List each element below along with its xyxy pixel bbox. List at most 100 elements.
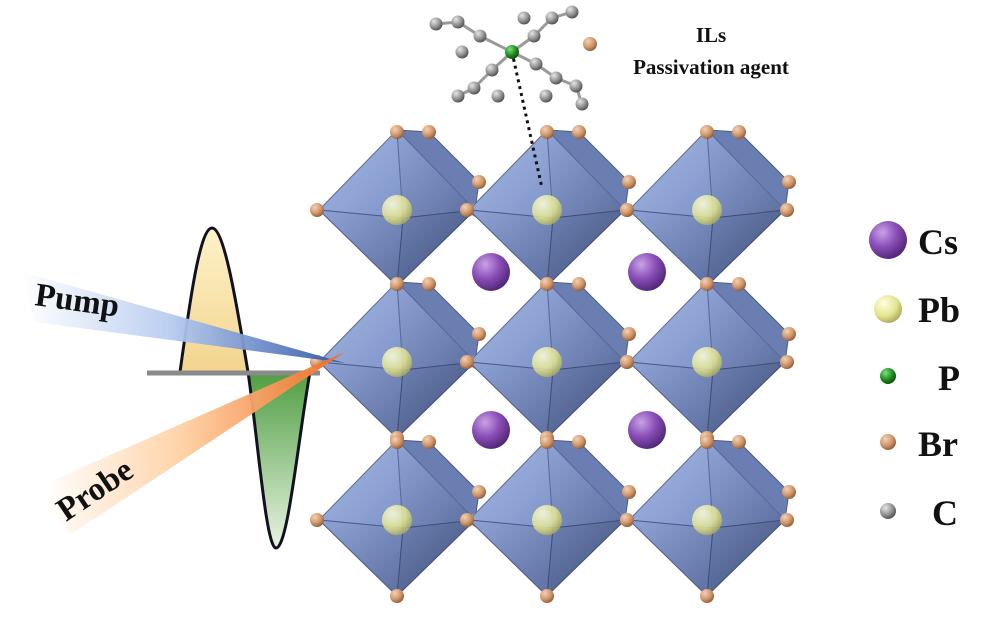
br-atom — [700, 435, 714, 449]
br-atom — [622, 175, 636, 189]
br-atom — [540, 125, 554, 139]
cs-atom — [472, 253, 510, 291]
carbon-atom — [569, 79, 583, 93]
legend-c-swatch — [880, 503, 896, 519]
legend-c-label: C — [932, 493, 958, 533]
br-atom — [700, 277, 714, 291]
pb-atom — [382, 195, 412, 225]
br-atom — [620, 203, 634, 217]
br-atom — [422, 277, 436, 291]
br-atom — [310, 513, 324, 527]
pulse-waveform — [147, 226, 320, 550]
br-atom — [390, 125, 404, 139]
carbon-atom — [429, 17, 443, 31]
cs-atom — [628, 253, 666, 291]
legend-item-p: P — [880, 358, 960, 398]
br-atom — [572, 125, 586, 139]
carbon-atom — [473, 29, 487, 43]
carbon-atom — [451, 89, 465, 103]
carbon-atom — [575, 97, 589, 111]
carbon-atom — [527, 29, 541, 43]
br-atom — [782, 327, 796, 341]
br-atom — [422, 125, 436, 139]
pb-atom — [382, 505, 412, 535]
br-atom — [310, 203, 324, 217]
ils-label: ILs — [696, 23, 726, 47]
octahedron-r2-c0 — [310, 435, 486, 603]
octahedron-lower-right-face — [546, 361, 627, 440]
legend-pb-swatch — [874, 295, 902, 323]
probe-beam — [42, 352, 345, 535]
molecule-attachment-line — [510, 51, 544, 189]
legend-cs-swatch — [869, 221, 907, 259]
legend-br-label: Br — [918, 424, 958, 464]
br-atom — [572, 435, 586, 449]
octahedron-r1-c1 — [460, 277, 636, 445]
legend-pb-label: Pb — [918, 290, 960, 330]
br-atom — [780, 203, 794, 217]
carbon-atom — [549, 71, 563, 85]
cs-atom — [472, 411, 510, 449]
br-atom — [700, 125, 714, 139]
carbon-atom — [485, 63, 499, 77]
perovskite-lattice — [310, 125, 796, 603]
octahedron-r2-c2 — [620, 435, 796, 603]
pb-atom — [382, 347, 412, 377]
carbon-atom — [517, 11, 531, 25]
pulse-negative-lobe — [246, 370, 312, 550]
phosphorus-atom — [505, 45, 519, 59]
legend-br-swatch — [880, 434, 896, 450]
octahedron-r0-c0 — [310, 125, 486, 293]
carbon-atom — [455, 45, 469, 59]
br-atom — [780, 513, 794, 527]
atom-legend: Cs Pb P Br C — [869, 221, 960, 533]
br-atom — [390, 277, 404, 291]
legend-item-c: C — [880, 493, 958, 533]
br-atom — [422, 435, 436, 449]
br-atom — [732, 277, 746, 291]
carbon-atom — [467, 81, 481, 95]
br-atom — [620, 513, 634, 527]
br-atom — [700, 589, 714, 603]
pump-beam — [22, 272, 345, 363]
br-atom — [572, 277, 586, 291]
bromide-ion — [583, 37, 597, 51]
octahedron-lower-right-face — [706, 519, 787, 598]
legend-item-cs: Cs — [869, 221, 958, 262]
octahedron-lower-right-face — [396, 209, 477, 288]
octahedron-lower-right-face — [396, 519, 477, 598]
legend-item-pb: Pb — [874, 290, 960, 330]
br-atom — [622, 485, 636, 499]
legend-cs-label: Cs — [918, 222, 958, 262]
br-atom — [540, 277, 554, 291]
ils-passivation-molecule — [429, 5, 597, 189]
br-atom — [540, 435, 554, 449]
pb-atom — [532, 347, 562, 377]
octahedron-r0-c1 — [460, 125, 636, 293]
br-atom — [390, 589, 404, 603]
br-atom — [472, 175, 486, 189]
octahedron-lower-right-face — [706, 361, 787, 440]
pb-atom — [692, 347, 722, 377]
br-atom — [472, 485, 486, 499]
pb-atom — [532, 505, 562, 535]
br-atom — [472, 327, 486, 341]
pb-atom — [692, 195, 722, 225]
carbon-atom — [545, 11, 559, 25]
br-atom — [780, 355, 794, 369]
octahedron-r2-c1 — [460, 435, 636, 603]
pb-atom — [692, 505, 722, 535]
br-atom — [460, 513, 474, 527]
carbon-atom — [451, 15, 465, 29]
br-atom — [540, 589, 554, 603]
octahedron-lower-right-face — [396, 361, 477, 440]
pulse-positive-lobe — [178, 226, 250, 374]
br-atom — [782, 175, 796, 189]
carbon-atom — [539, 89, 553, 103]
passivation-agent-label: Passivation agent — [633, 55, 789, 79]
carbon-atom — [529, 57, 543, 71]
octahedron-lower-right-face — [546, 519, 627, 598]
br-atom — [620, 355, 634, 369]
